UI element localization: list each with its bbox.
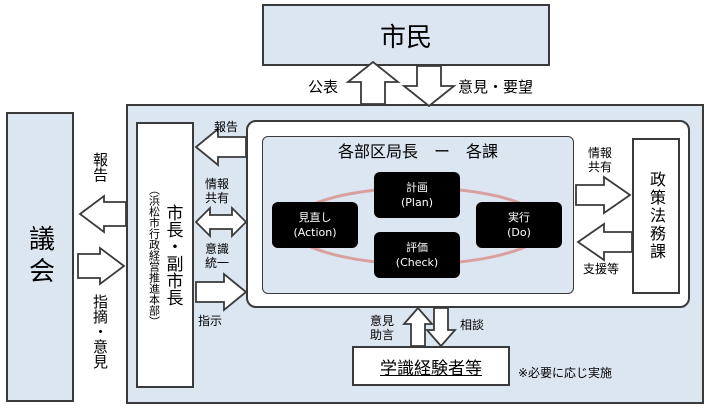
policy-box: 政策法務課 (632, 138, 680, 294)
mayor-note: （浜松市行政経営推進本部） (147, 183, 161, 327)
experts-consult-label: 相談 (460, 318, 485, 332)
assembly-opinion-arrow (77, 246, 126, 286)
experts-box: 学識経験者等 (352, 346, 510, 386)
mayor-info-share-label: 情報共有 (204, 177, 229, 205)
cycle-check: 評価 (Check) (374, 232, 460, 278)
mayor-report-arrow (194, 127, 247, 167)
cycle-do-sub: (Do) (507, 226, 531, 239)
mayor-consensus-label: 意識統一 (204, 242, 229, 270)
mayor-report-label: 報告 (214, 120, 239, 134)
experts-advice-label: 意見助言 (369, 314, 394, 342)
info-share-arrow (194, 205, 248, 239)
mayor-label: 市長・副市長 (162, 204, 183, 306)
assembly-label: 議会 (24, 225, 55, 289)
citizens-label: 市民 (379, 22, 432, 53)
assembly-report-arrow (78, 194, 127, 234)
experts-label: 学識経験者等 (380, 358, 482, 379)
policy-share-arrow (575, 175, 632, 215)
opinion-arrow (401, 65, 457, 108)
assembly-report-label: 報告 (91, 152, 109, 182)
consult-arrow (425, 307, 457, 348)
cycle-action-label: 見直し (298, 211, 332, 224)
advice-arrow (402, 306, 434, 347)
departments-title: 各部区局長 ー 各課 (337, 142, 498, 161)
cycle-action-sub: (Action) (293, 226, 337, 239)
announce-label: 公表 (308, 78, 339, 96)
announce-arrow (345, 60, 401, 105)
policy-info-share-label: 情報共有 (587, 146, 612, 174)
assembly-opinion-label: 指摘・意見 (91, 294, 109, 369)
assembly-box: 議会 (6, 112, 74, 402)
citizens-box: 市民 (262, 4, 550, 66)
cycle-action: 見直し (Action) (272, 202, 358, 248)
cycle-plan-label: 計画 (406, 181, 428, 194)
cycle-plan-sub: (Plan) (401, 196, 433, 209)
cycle-check-sub: (Check) (395, 256, 439, 269)
cycle-plan: 計画 (Plan) (374, 172, 460, 218)
policy-label: 政策法務課 (647, 171, 666, 261)
cycle-do-label: 実行 (508, 211, 530, 224)
policy-support-arrow (576, 222, 633, 262)
mayor-box: 市長・副市長 （浜松市行政経営推進本部） (136, 122, 194, 388)
experts-note: ※必要に応じ実施 (518, 366, 613, 380)
policy-support-label: 支援等 (583, 262, 620, 276)
instruction-arrow (195, 272, 248, 312)
opinion-label: 意見・要望 (458, 78, 534, 96)
cycle-check-label: 評価 (406, 241, 428, 254)
cycle-do: 実行 (Do) (476, 202, 562, 248)
mayor-instruction-label: 指示 (198, 314, 223, 328)
